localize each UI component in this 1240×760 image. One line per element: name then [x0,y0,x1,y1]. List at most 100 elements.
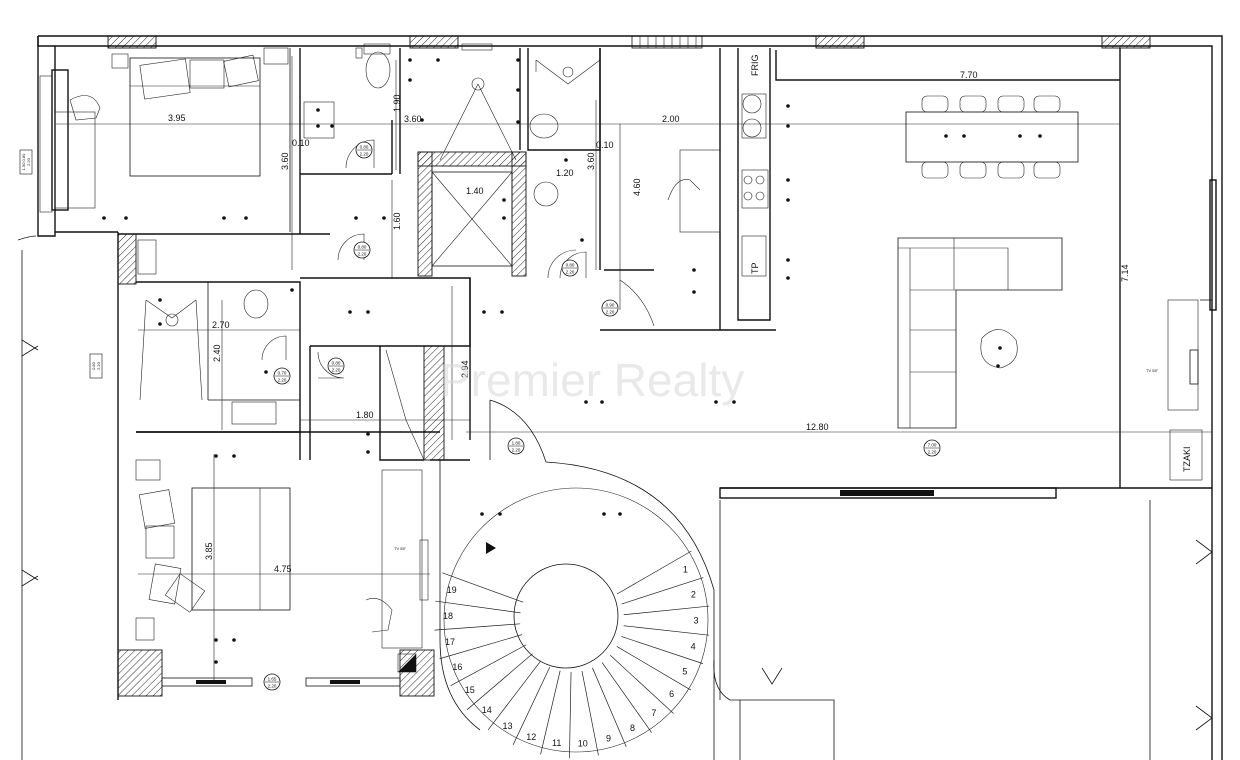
ceiling-light [600,400,604,404]
ceiling-light [500,310,504,314]
tp-label: TP [750,262,760,274]
ceiling-light [584,400,588,404]
window-tag-height: 2.20 [26,157,31,166]
ceiling-light [498,512,502,516]
door-tag-width: 0.80 [360,145,369,150]
ceiling-light [366,432,370,436]
door-tag-height: 2.20 [278,378,287,383]
tv-bedroom-label: TV 55" [394,546,407,551]
stair-step-number: 19 [447,585,457,595]
door-tag-height: 2.20 [268,684,277,689]
shower-1 [399,43,521,174]
living-room [719,48,1217,499]
door-tag-width: 0.80 [566,263,575,268]
door-tags: 0.802.200.802.200.802.200.902.200.802.20… [263,141,941,691]
door-tag: 7.002.20 [923,439,941,457]
ceiling-light [998,346,1002,350]
stair-step-number: 14 [482,705,492,715]
stair-tread-line [621,577,704,605]
dim-2-70: 2.70 [212,320,230,330]
door-tag-width: 0.70 [278,371,287,376]
door-tag: 0.902.20 [601,299,619,317]
ceiling-light [102,216,106,220]
ceiling-light [786,276,790,280]
ceiling-light [786,198,790,202]
ceiling-light [366,450,370,454]
door-tag: 0.802.20 [353,241,371,259]
stair-step-number: 1 [683,565,688,575]
stair-tread-line [466,653,533,710]
dim-0-10-left: 0.10 [292,138,310,148]
ceiling-light [316,124,320,128]
door-tag-height: 2.20 [332,368,341,373]
ceiling-light [996,364,1000,368]
dim-4-60: 4.60 [632,178,642,196]
ceiling-light [516,58,520,62]
bathroom-1 [299,43,393,234]
stair-tread-line [569,671,572,758]
door-tag-width: 0.80 [358,245,367,250]
ceiling-light [348,310,352,314]
ceiling-light [316,108,320,112]
dim-3-95: 3.95 [168,113,186,123]
stair-step-number: 4 [691,642,696,652]
stair-tread-line [450,644,527,686]
appliance-labels: FRIG TP TZAKI TV 55" TV 55" [394,55,1192,552]
ceiling-light [420,118,424,122]
stair-tread-line [623,625,710,636]
stair-tread-line [616,550,692,595]
stair-step-number: 10 [578,739,588,749]
dimension-labels: 3.95 3.60 1.90 0.10 3.60 2.00 0.10 7.70 … [168,70,1130,574]
ceiling-light [732,400,736,404]
stair-tread-line [581,670,599,756]
ceiling-light [408,78,412,82]
ceiling-light [290,288,294,292]
ceiling-light [516,120,520,124]
ceiling-light [1038,134,1042,138]
dim-2-40: 2.40 [212,344,222,362]
stair-step-number: 8 [630,723,635,733]
stair-tread-line [435,600,521,614]
ceiling-light [408,58,412,62]
dim-3-60-shower: 3.60 [404,114,422,124]
watermark: Premier Realty [440,354,744,406]
dim-3-85: 3.85 [204,542,214,560]
fridge-label: FRIG [750,55,760,77]
ceiling-light [158,298,162,302]
door-tag: 0.70 2.20 [273,367,291,385]
ceiling-light [564,158,568,162]
dim-3-60-bed: 3.60 [280,152,290,170]
stair-step-number: 18 [443,611,453,621]
dim-3-60-wc: 3.60 [586,152,596,170]
ceiling-light [436,58,440,62]
ceiling-light [222,216,226,220]
stair-tread-line [610,654,674,714]
dimension-lines [56,56,1212,680]
door-tag-height: 2.20 [512,448,521,453]
ceiling-light [264,370,268,374]
ceiling-light [692,268,696,272]
window-tag-size: 1.50 0.80 [21,153,26,170]
stair-step-number: 16 [452,662,462,672]
door-tag-width: 1.65 [268,677,277,682]
stair-step-number: 2 [691,590,696,600]
ceiling-light [1018,134,1022,138]
ceiling-light [786,178,790,182]
ceiling-light [158,322,162,326]
stair-direction-arrow [486,542,496,554]
ceiling-light [366,310,370,314]
ceiling-light [244,216,248,220]
ceiling-light [786,258,790,262]
ceiling-light [580,238,584,242]
door-tag-height: 2.20 [606,310,615,315]
stair-tread-line [487,661,541,730]
ceiling-light [502,216,506,220]
balcony [719,500,1213,760]
ceiling-light [124,216,128,220]
dim-2-94: 2.94 [460,360,470,378]
stair-tread-line [439,634,523,660]
dim-1-80: 1.80 [356,410,374,420]
